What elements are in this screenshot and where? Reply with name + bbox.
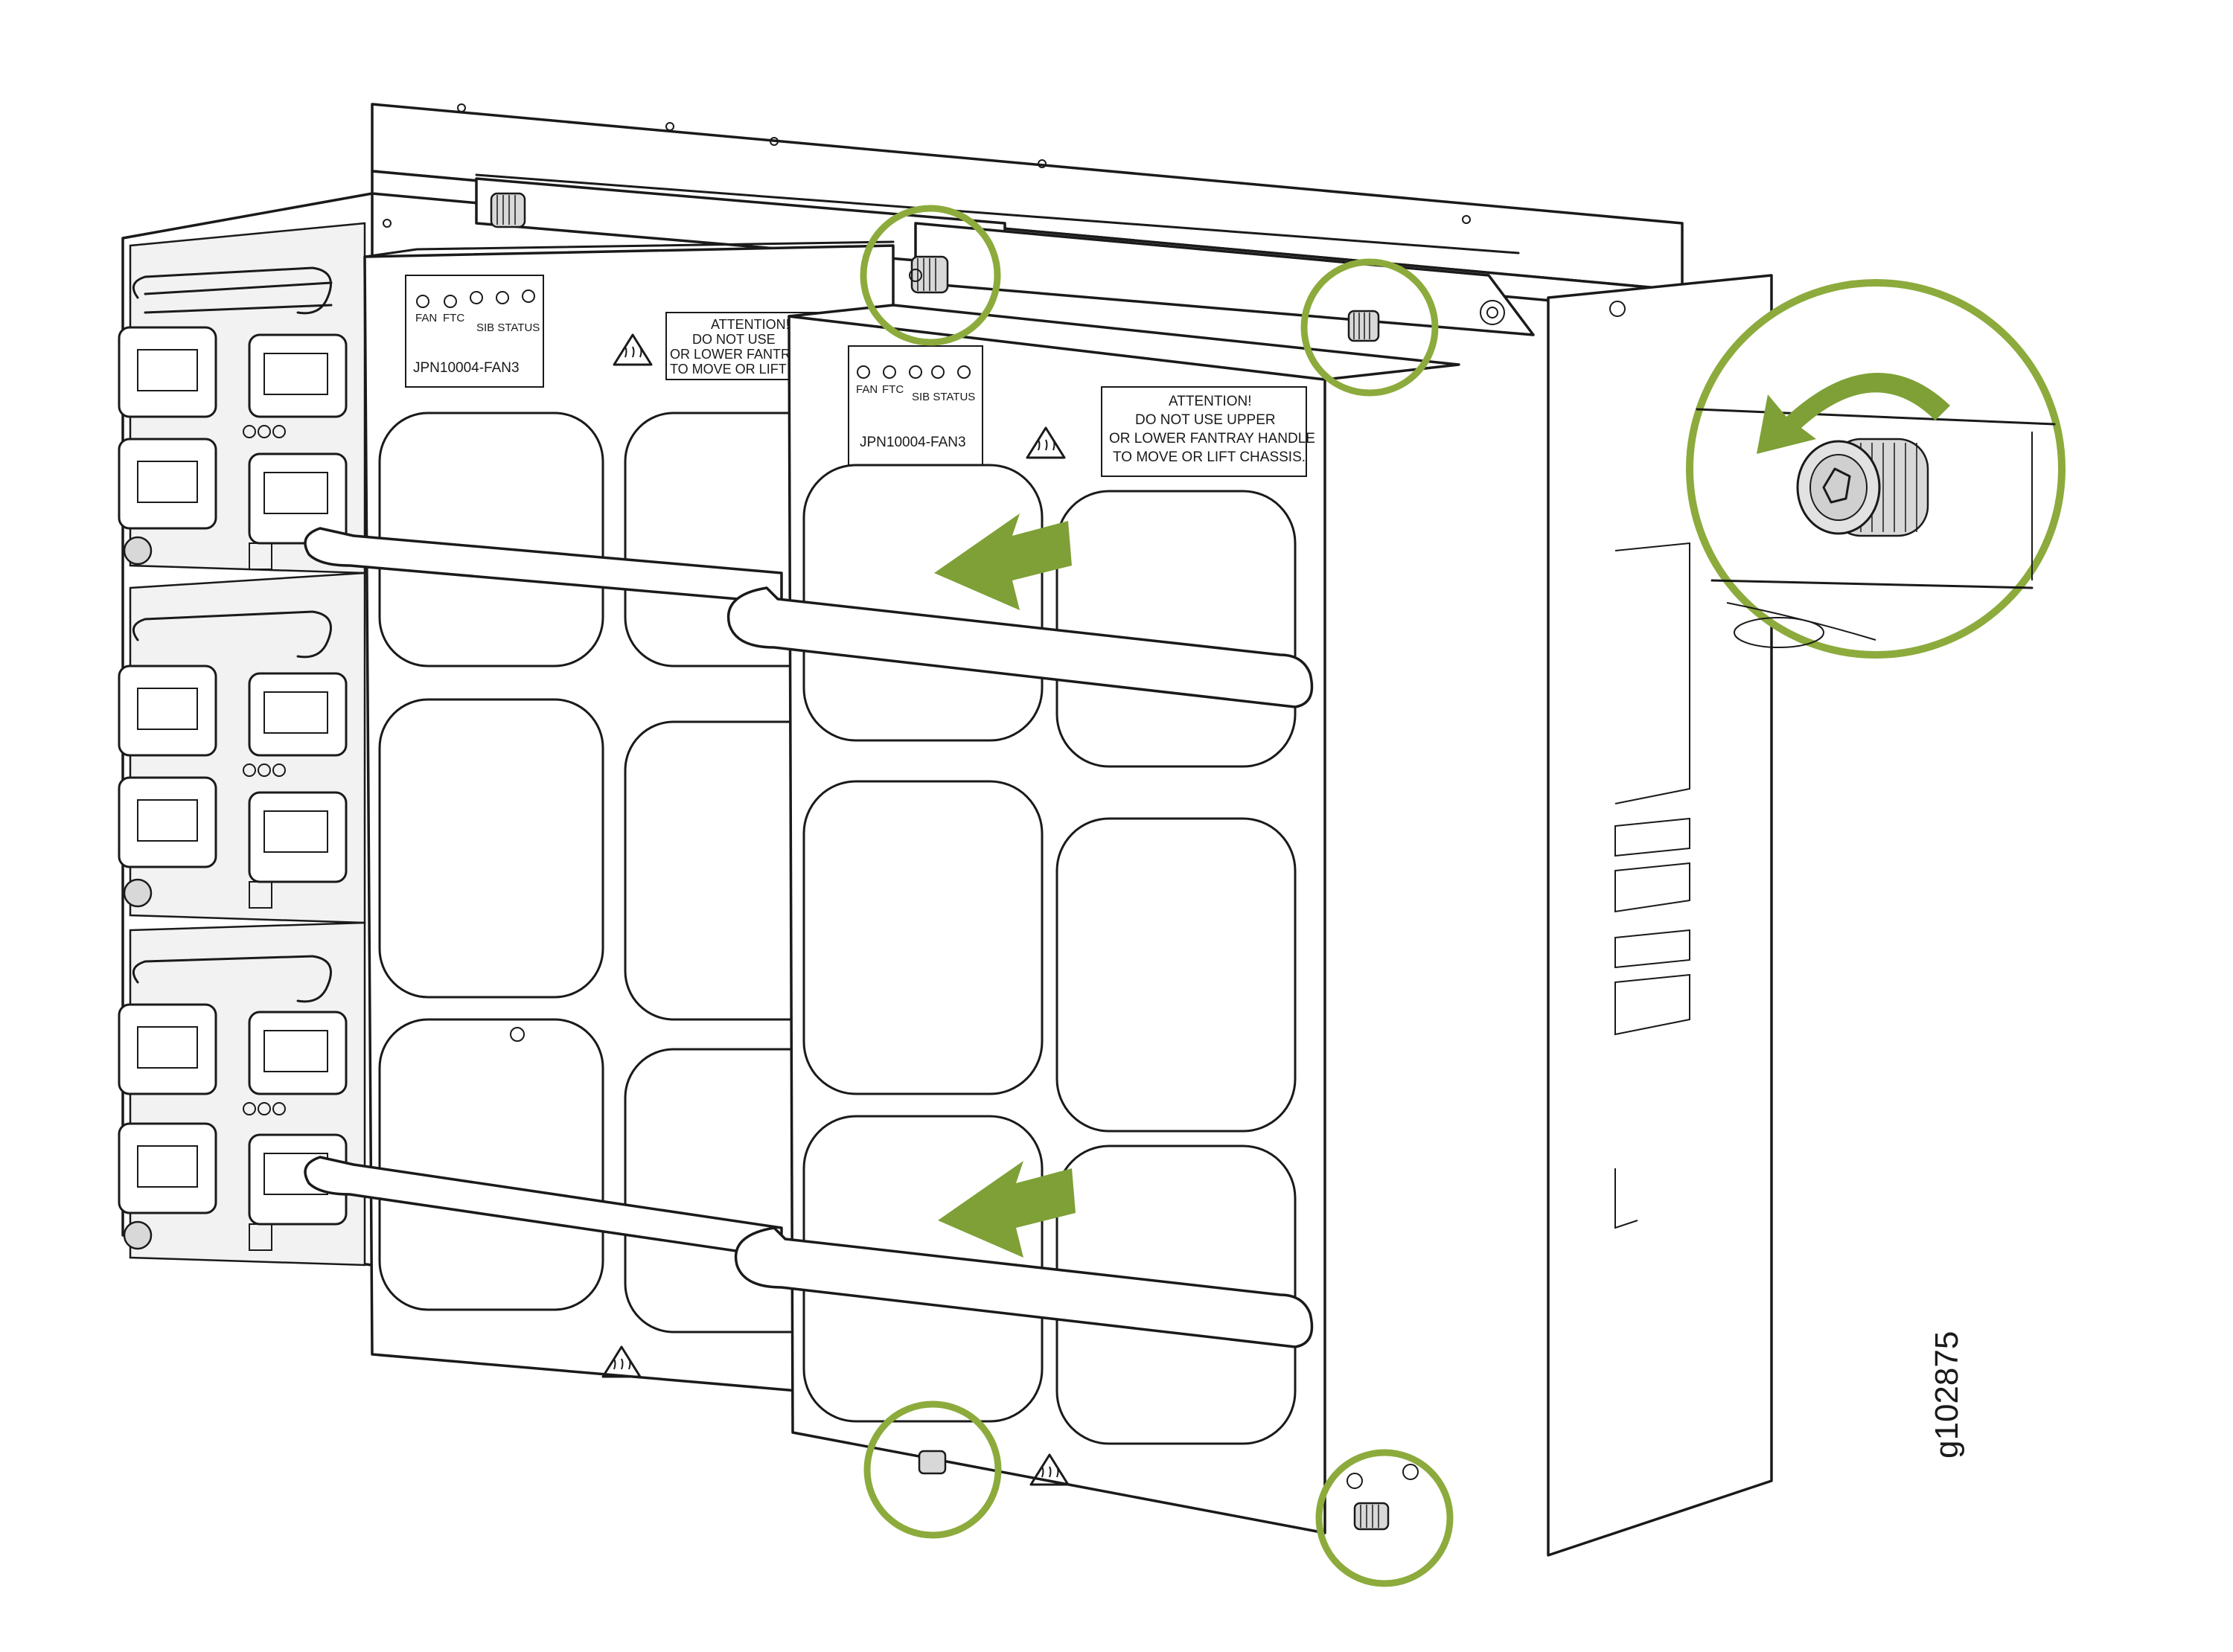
- fan-tray-model-label: JPN10004-FAN3: [413, 360, 520, 376]
- power-supply-module: [118, 572, 366, 924]
- hot-surface-warning-icon: [601, 1345, 642, 1378]
- led-label-fan: FAN: [856, 383, 878, 396]
- fan-tray-model-label: JPN10004-FAN3: [860, 435, 966, 450]
- warning-line-4: TO MOVE OR LIFT CHASSIS.: [1113, 449, 1306, 465]
- fan-tray-rear: FAN FTC SIB STATUS JPN10004-FAN3 ATTENTI…: [304, 240, 895, 1400]
- pull-direction-arrow-icon: [938, 1161, 1076, 1258]
- screw-highlight-circle: [1300, 258, 1439, 397]
- warning-line-2: DO NOT USE: [692, 332, 776, 347]
- warning-line-2: DO NOT USE UPPER: [1135, 412, 1276, 428]
- power-supply-module: [118, 921, 366, 1267]
- warning-line-3: OR LOWER FANTRA: [670, 347, 799, 362]
- hot-surface-warning-icon: [613, 333, 653, 366]
- power-supply-stack: [118, 192, 374, 1267]
- hot-surface-warning-icon: [1026, 426, 1066, 459]
- led-label-ftc: FTC: [443, 312, 464, 324]
- led-label-sib-status: SIB STATUS: [912, 391, 975, 403]
- led-label-sib-status: SIB STATUS: [476, 321, 540, 334]
- captive-screw-icon: [1796, 438, 1929, 537]
- captive-screw-icon: [490, 192, 526, 228]
- hot-surface-warning-icon: [1029, 1453, 1070, 1486]
- fan-tray-front: FAN FTC SIB STATUS JPN10004-FAN3 ATTENTI…: [726, 304, 1460, 1534]
- captive-screw-icon: [909, 255, 949, 294]
- screw-highlight-circle: [1315, 1449, 1454, 1587]
- captive-screw-icon: [1346, 1464, 1419, 1531]
- warning-line-3: OR LOWER FANTRAY HANDLE: [1109, 431, 1315, 446]
- warning-line-1: ATTENTION!: [711, 317, 790, 332]
- led-label-ftc: FTC: [882, 383, 904, 396]
- pull-direction-arrow-icon: [934, 513, 1072, 610]
- router-chassis: [371, 103, 1773, 1557]
- captive-screw-icon: [918, 1450, 947, 1475]
- figure-id: g102875: [1929, 1331, 1965, 1459]
- led-label-fan: FAN: [415, 312, 437, 324]
- warning-line-4: TO MOVE OR LIFT: [670, 362, 787, 377]
- rotation-arrow-icon: [1757, 372, 1950, 454]
- captive-screw-icon: [1347, 310, 1380, 342]
- warning-line-1: ATTENTION!: [1169, 394, 1252, 409]
- power-supply-module: [118, 222, 366, 574]
- screw-detail-zoom: [1686, 279, 2066, 659]
- screw-highlight-circle: [863, 1400, 1002, 1539]
- screw-highlight-circle: [860, 205, 1001, 346]
